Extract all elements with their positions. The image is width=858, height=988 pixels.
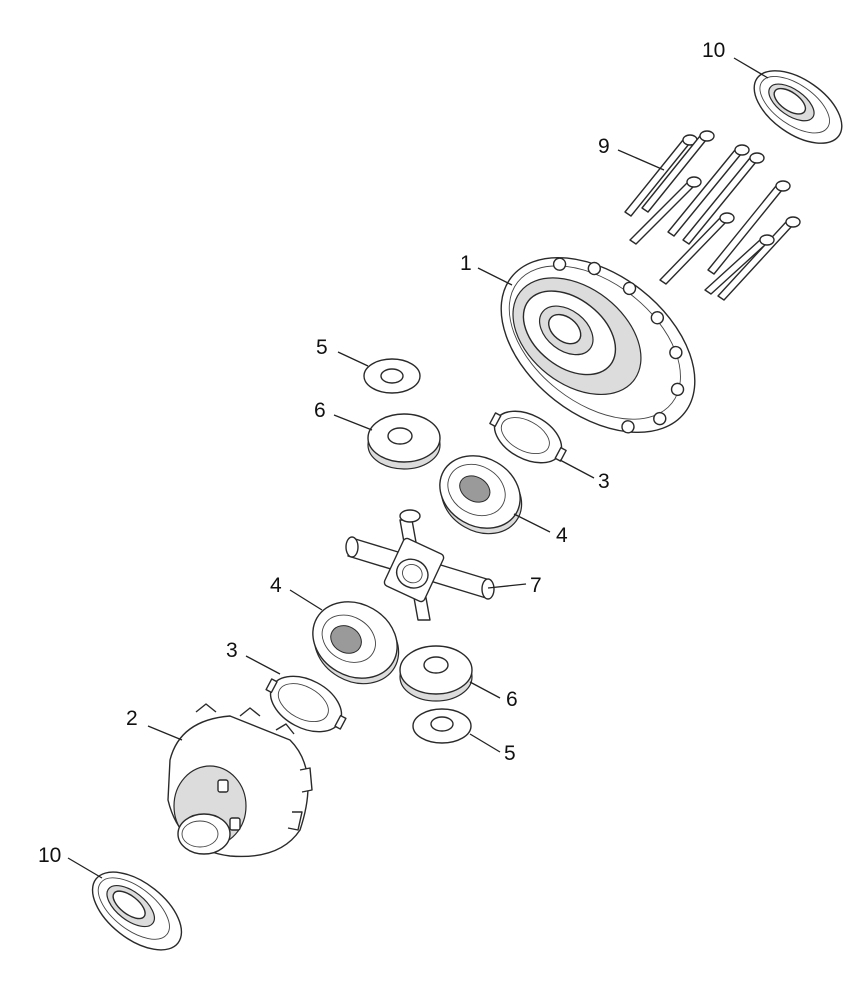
callout-6-bottom: 6 bbox=[506, 688, 518, 711]
callout-5-top: 5 bbox=[316, 336, 328, 359]
washer-5-bottom bbox=[412, 708, 472, 744]
side-gear-4-bottom bbox=[312, 601, 400, 685]
thrust-washer-3-bottom bbox=[265, 675, 347, 733]
case-half-2 bbox=[167, 703, 313, 858]
callout-6-top: 6 bbox=[314, 399, 326, 422]
callout-4-top: 4 bbox=[556, 524, 568, 547]
washer-6-top bbox=[367, 413, 441, 470]
callout-4-bottom: 4 bbox=[270, 574, 282, 597]
callout-3-top: 3 bbox=[598, 470, 610, 493]
callout-7: 7 bbox=[530, 574, 542, 597]
bolt-set bbox=[624, 130, 801, 301]
washer-6-bottom bbox=[399, 645, 473, 702]
thrust-washer-3-top bbox=[489, 410, 567, 464]
callout-10-top: 10 bbox=[702, 39, 725, 62]
side-gear-4-top bbox=[439, 455, 523, 535]
callout-9: 9 bbox=[598, 135, 610, 158]
bearing-bottom bbox=[91, 871, 183, 951]
washer-5-top bbox=[363, 358, 421, 394]
callout-10-bottom: 10 bbox=[38, 844, 61, 867]
callout-5-bottom: 5 bbox=[504, 742, 516, 765]
callout-2: 2 bbox=[126, 707, 138, 730]
cross-shaft-7 bbox=[345, 509, 495, 621]
differential-case bbox=[500, 256, 696, 434]
callout-3-bottom: 3 bbox=[226, 639, 238, 662]
callout-labels: 10 9 1 5 6 3 4 7 4 3 6 2 5 10 bbox=[38, 39, 725, 867]
leader-lines bbox=[67, 57, 769, 879]
callout-1: 1 bbox=[460, 252, 472, 275]
bearing-top bbox=[753, 70, 843, 144]
